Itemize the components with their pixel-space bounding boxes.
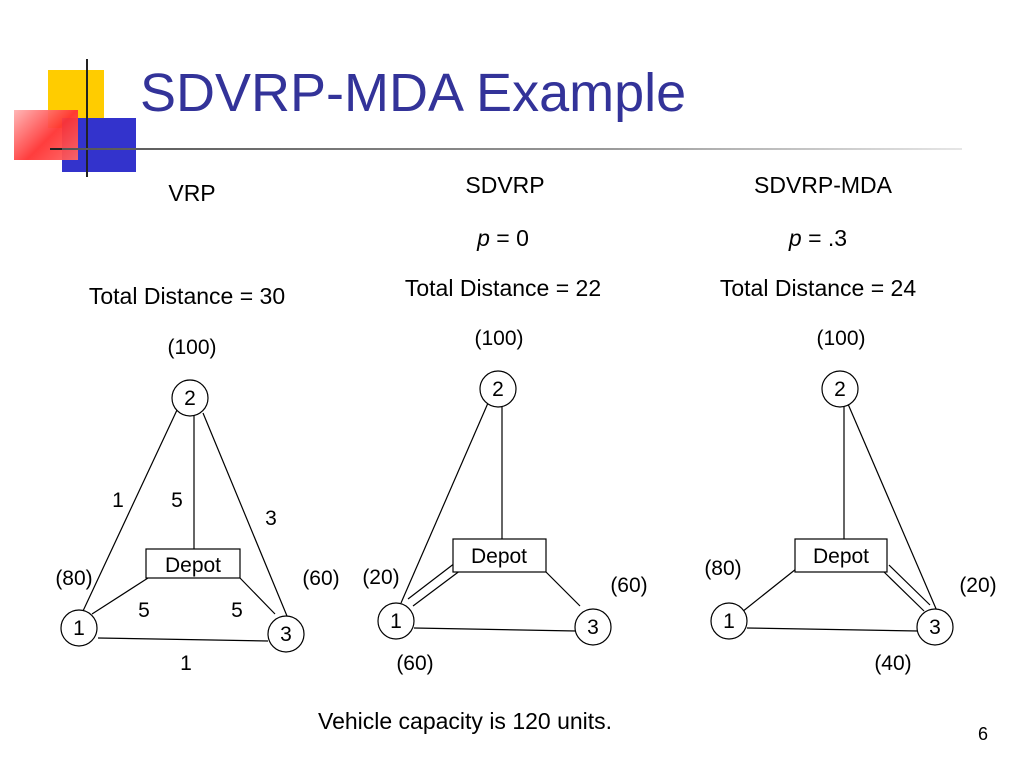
slide-title: SDVRP-MDA Example xyxy=(140,63,687,123)
vrp-edge-label-3-depot: 5 xyxy=(231,599,243,622)
sdvrp-demand-1-upper: (20) xyxy=(362,566,399,589)
sdvrp-depot-label: Depot xyxy=(471,545,527,568)
logo-decoration xyxy=(0,55,150,180)
mda-node-1-label: 1 xyxy=(723,610,735,633)
mda-demand-3-lower: (40) xyxy=(874,652,911,675)
sdvrp-node-2 xyxy=(479,370,517,408)
vrp-total-distance: Total Distance = 30 xyxy=(88,283,286,309)
sdvrp-node-1-label: 1 xyxy=(390,610,402,633)
mda-edge-1-depot xyxy=(741,568,797,613)
page-number: 6 xyxy=(978,724,989,744)
vrp-node-1-label: 1 xyxy=(73,617,85,640)
vrp-demand-1: (80) xyxy=(55,567,92,590)
mda-node-2-label: 2 xyxy=(834,378,846,401)
vrp-heading: VRP xyxy=(168,180,216,206)
mda-edge-1-3 xyxy=(746,627,919,632)
sdvrp-node-3 xyxy=(574,608,612,646)
vrp-depot-box xyxy=(145,548,241,579)
logo-vertical-line xyxy=(86,59,88,177)
vrp-edge-label-1-3: 1 xyxy=(180,652,192,675)
sdvrp-node-3-label: 3 xyxy=(587,616,599,639)
mda-node-2 xyxy=(821,370,859,408)
sdvrp-total-distance: Total Distance = 22 xyxy=(404,275,602,301)
logo-red-square xyxy=(14,110,78,160)
sdvrp-demand-1-lower: (60) xyxy=(396,652,433,675)
footer-note: Vehicle capacity is 120 units. xyxy=(318,708,613,734)
sdvrp-demand-3: (60) xyxy=(610,574,647,597)
vrp-demand-2: (100) xyxy=(167,336,216,359)
vrp-diagram xyxy=(60,379,305,653)
sdvrp-edge-1-3 xyxy=(413,627,577,632)
sdvrp-mda-diagram xyxy=(710,370,954,646)
mda-demand-3-upper: (20) xyxy=(959,574,996,597)
mda-node-3 xyxy=(916,608,954,646)
mda-depot-label: Depot xyxy=(813,545,869,568)
sdvrp-demand-2: (100) xyxy=(474,327,523,350)
sdvrp-node-1 xyxy=(377,602,415,640)
sdvrp-edge-1-depot-b xyxy=(412,569,462,607)
vrp-edge-1-2 xyxy=(82,409,178,612)
mda-edge-3-depot-a xyxy=(882,570,925,612)
vrp-node-2 xyxy=(171,379,209,417)
sdvrp-p-variable: p xyxy=(477,225,490,251)
sdvrp-depot-box xyxy=(452,538,547,573)
mda-edge-2-3 xyxy=(847,403,938,612)
mda-demand-1: (80) xyxy=(704,557,741,580)
vrp-depot-label: Depot xyxy=(165,554,221,577)
mda-edge-3-depot-b xyxy=(888,564,931,606)
mda-node-1 xyxy=(710,602,748,640)
vrp-edge-label-2-3: 3 xyxy=(265,507,277,530)
sdvrp-mda-total-distance: Total Distance = 24 xyxy=(719,275,917,301)
vrp-edge-3-depot xyxy=(239,577,276,615)
sdvrp-edge-1-2 xyxy=(400,402,489,604)
mda-depot-box xyxy=(794,538,888,573)
vrp-node-3 xyxy=(267,615,305,653)
sdvrp-mda-p-variable: p xyxy=(788,225,802,251)
sdvrp-edge-3-depot xyxy=(545,571,581,607)
mda-node-3-label: 3 xyxy=(929,616,941,639)
vrp-node-2-label: 2 xyxy=(184,387,196,410)
sdvrp-edge-1-depot-a xyxy=(407,562,456,600)
sdvrp-mda-p-value: p = .3 xyxy=(789,225,847,252)
sdvrp-p-rest: = 0 xyxy=(489,225,529,251)
sdvrp-heading: SDVRP xyxy=(465,172,545,198)
mda-demand-2: (100) xyxy=(816,327,865,350)
vrp-edge-1-depot xyxy=(91,577,149,615)
sdvrp-mda-p-rest: = .3 xyxy=(801,225,848,251)
title-rule xyxy=(62,148,962,150)
vrp-edge-label-2-depot: 5 xyxy=(171,489,183,512)
vrp-node-3-label: 3 xyxy=(280,623,292,646)
vrp-node-1 xyxy=(60,609,98,647)
sdvrp-mda-heading: SDVRP-MDA xyxy=(753,172,893,198)
vrp-edge-1-3 xyxy=(97,637,269,642)
vrp-edge-label-1-2: 1 xyxy=(112,489,124,512)
sdvrp-node-2-label: 2 xyxy=(492,378,504,401)
sdvrp-p-value: p = 0 xyxy=(477,225,529,252)
sdvrp-diagram xyxy=(377,370,612,646)
vrp-demand-3: (60) xyxy=(302,567,339,590)
vrp-edge-2-3 xyxy=(202,412,288,617)
vrp-edge-label-1-depot: 5 xyxy=(138,599,150,622)
